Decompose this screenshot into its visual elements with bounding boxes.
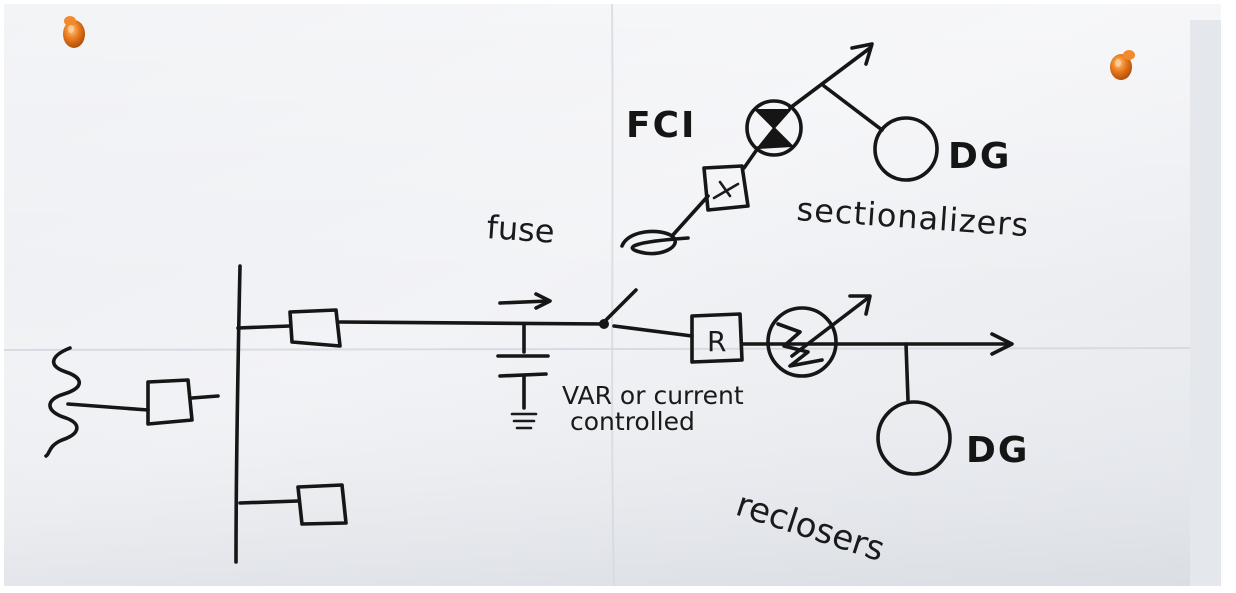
- dg-generator-icon: [873, 116, 939, 182]
- push-pin-icon: [63, 16, 85, 48]
- recloser-box: [690, 312, 744, 364]
- bus-tap-lower: [238, 499, 300, 505]
- var-label-line1: VAR or current: [562, 381, 744, 410]
- push-pin-icon: [1110, 50, 1135, 80]
- transformer-box-left: [146, 378, 194, 426]
- lateral-line: [742, 146, 760, 170]
- feeder-line: [190, 394, 220, 400]
- dg-connector: [822, 84, 884, 132]
- arrow-icon: [850, 42, 874, 66]
- recloser-box-label: R: [707, 325, 726, 358]
- feeder-line: [66, 402, 150, 412]
- switch-icon: [599, 288, 694, 338]
- vertical-bus: [234, 264, 242, 564]
- arrow-icon: [498, 292, 552, 310]
- fci-indicator-icon: [745, 99, 803, 157]
- paper-right-strip: [1190, 20, 1221, 586]
- source-coil-icon: [44, 346, 82, 458]
- transformer-box-upper: [288, 308, 342, 348]
- fuse-label: fuse: [485, 208, 555, 251]
- lateral-line: [788, 46, 872, 110]
- sectionalizer-icon: [702, 164, 750, 212]
- dg-label-top: DG: [948, 136, 1011, 177]
- fuse-icon: [620, 229, 690, 256]
- var-label-line2: controlled: [570, 407, 695, 436]
- dg-connector: [904, 342, 910, 402]
- lateral-line: [670, 194, 710, 238]
- surge-arrester-icon: [766, 294, 872, 378]
- arrow-icon: [990, 332, 1014, 356]
- dg-label-bottom: DG: [966, 430, 1029, 471]
- capacitor-icon: [498, 372, 548, 410]
- capacitor-icon: [496, 322, 550, 358]
- ground-icon: [510, 412, 538, 430]
- bus-tap-upper: [236, 324, 292, 330]
- dg-generator-icon: [876, 400, 952, 476]
- transformer-box-lower: [296, 483, 348, 526]
- paper-fold-vertical: [611, 3, 615, 587]
- fci-label: FCI: [626, 105, 696, 146]
- main-feeder-line: [338, 320, 608, 326]
